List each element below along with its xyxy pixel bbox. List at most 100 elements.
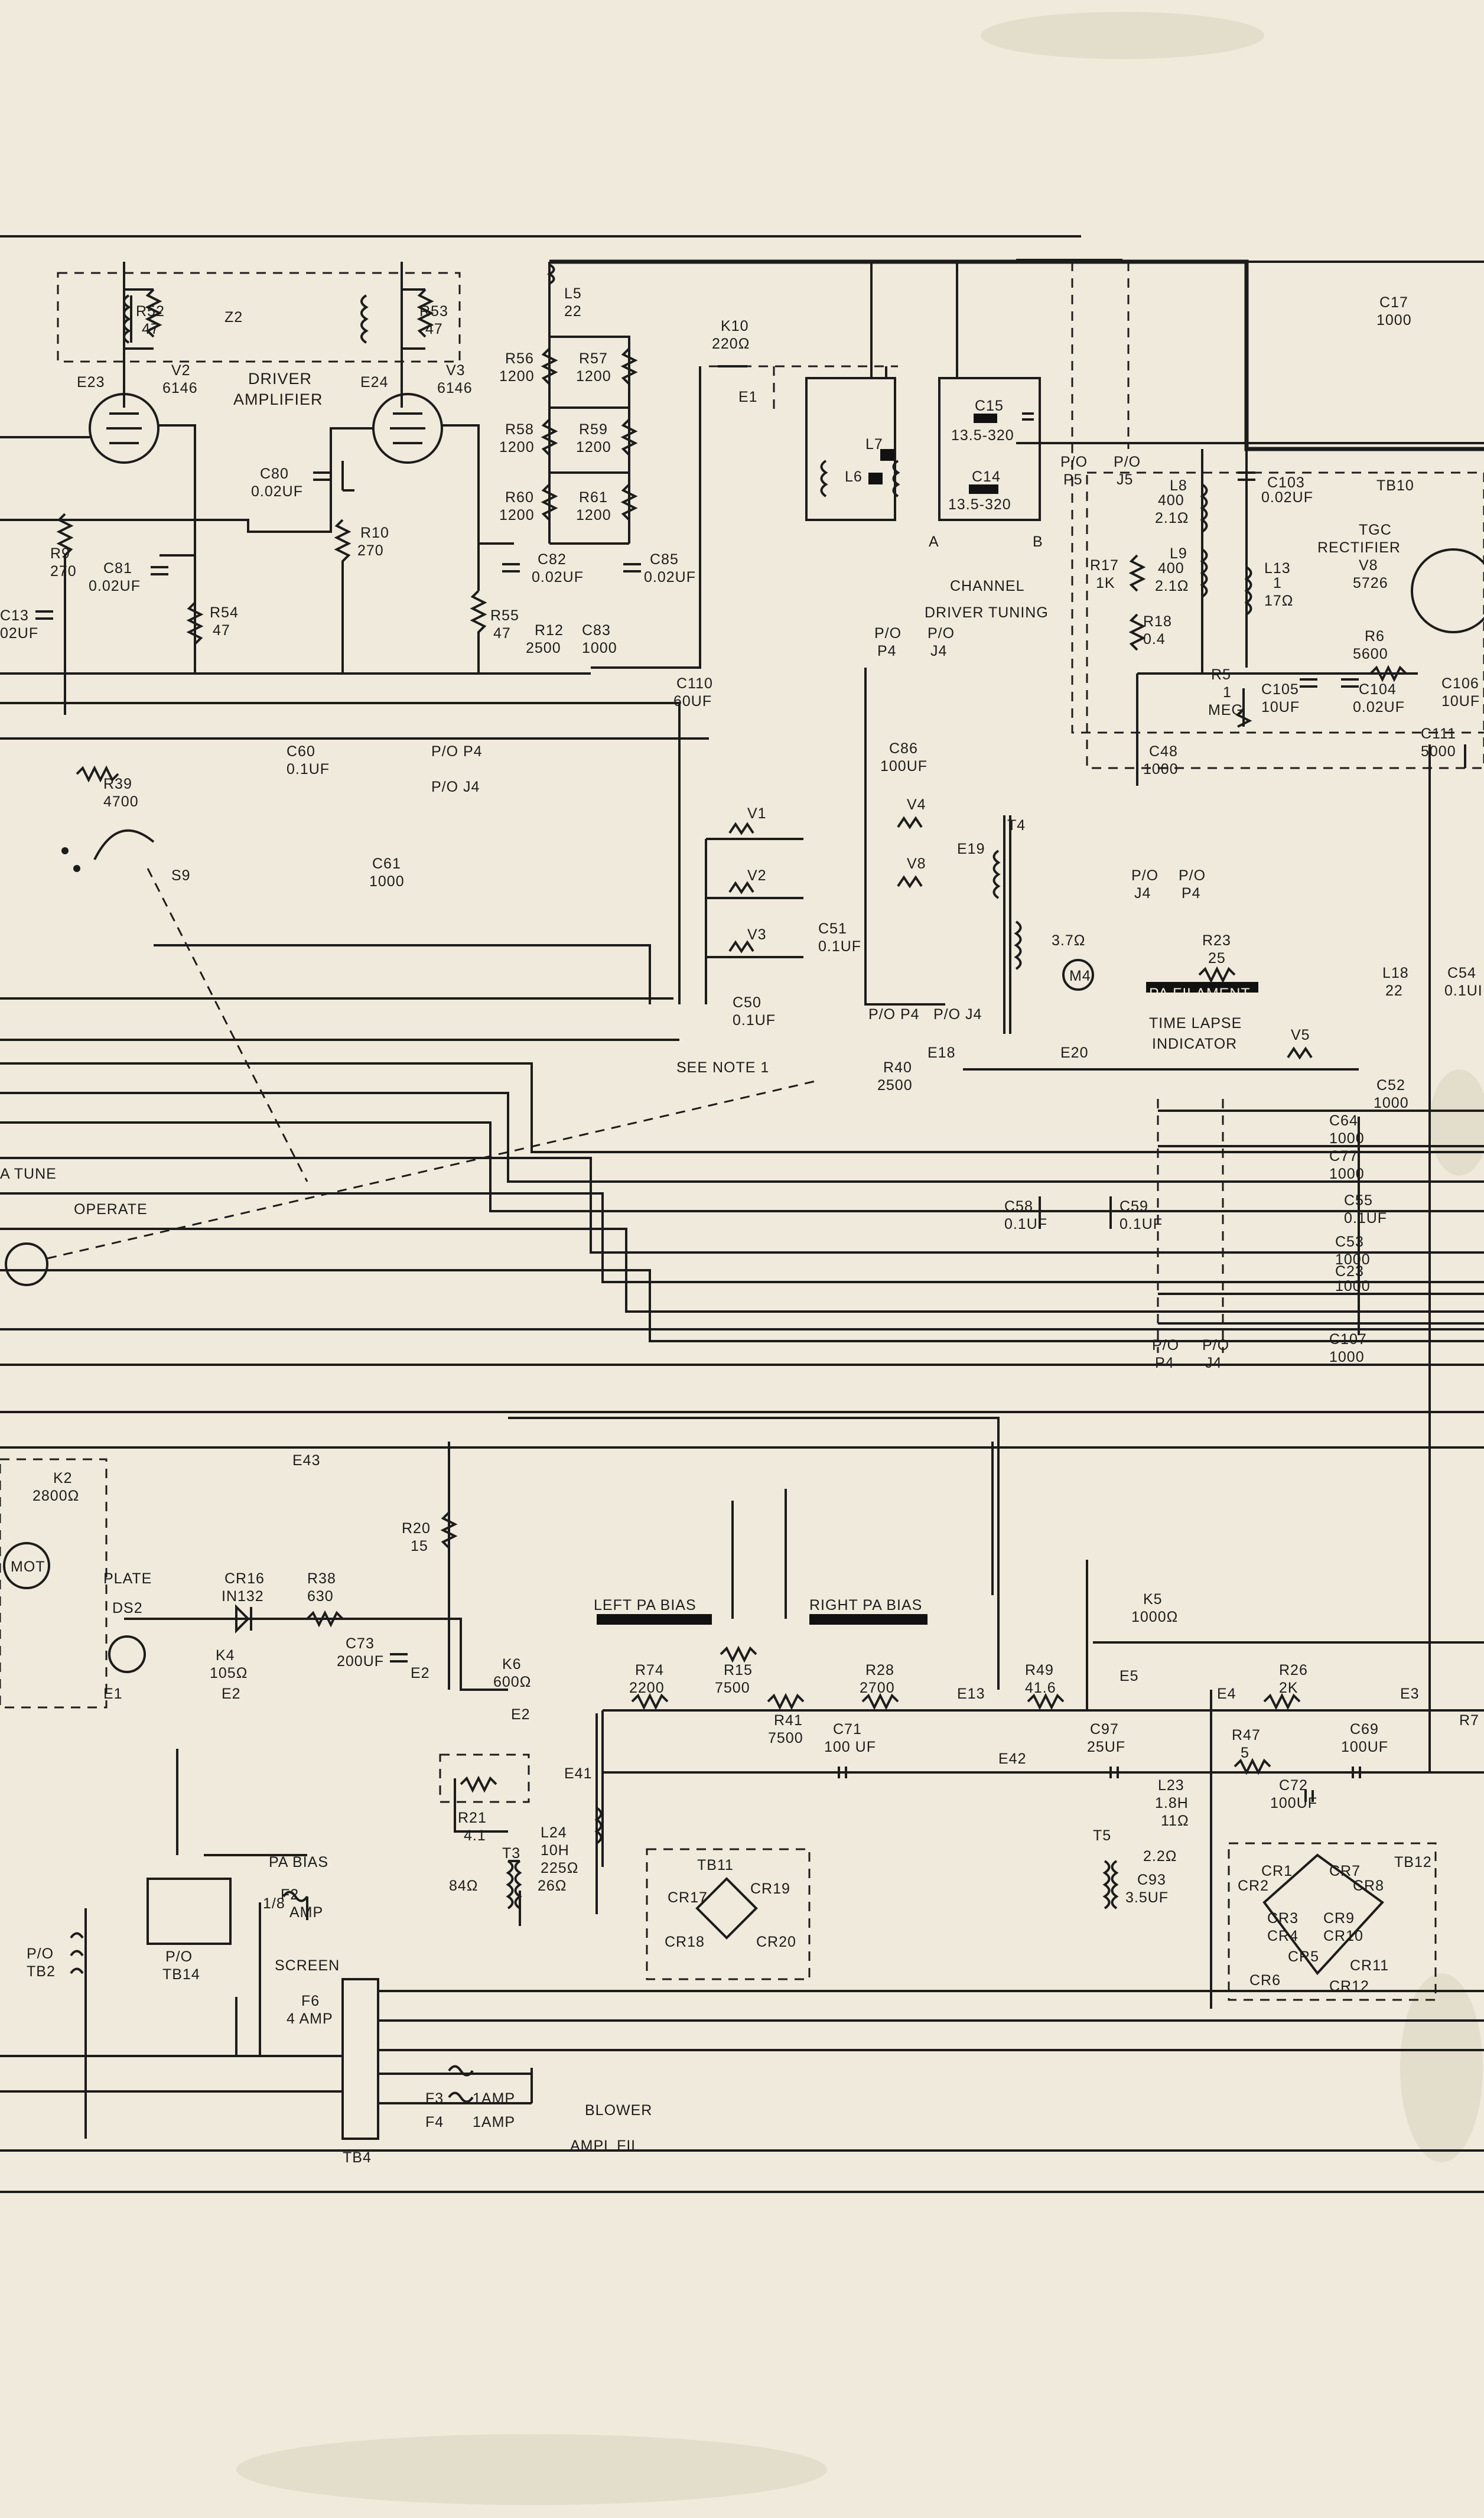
label-c17: C17 bbox=[1379, 294, 1408, 311]
label-c106-value: 10UF bbox=[1441, 693, 1480, 710]
label-p4: P4 bbox=[877, 643, 897, 659]
label-c110-value: 60UF bbox=[673, 693, 712, 710]
label-c55-value: 0.1UF bbox=[1344, 1210, 1387, 1227]
label-l23: L23 bbox=[1158, 1777, 1184, 1794]
label-v1: V1 bbox=[747, 805, 767, 822]
label-l5: L5 bbox=[564, 285, 582, 302]
label-tb12: TB12 bbox=[1394, 1854, 1432, 1870]
label-e18: E18 bbox=[928, 1045, 955, 1061]
label-r56: R56 bbox=[505, 350, 534, 367]
label-k2-value: 2800Ω bbox=[32, 1488, 79, 1504]
label-c59-value: 0.1UF bbox=[1119, 1216, 1163, 1232]
label-r28: R28 bbox=[865, 1662, 894, 1678]
label-l23-res: 11Ω bbox=[1161, 1813, 1189, 1829]
label-c54: C54 bbox=[1447, 965, 1476, 981]
label-c105: C105 bbox=[1261, 681, 1299, 698]
label-c58-value: 0.1UF bbox=[1004, 1216, 1047, 1232]
label-c111-value: 5000 bbox=[1421, 743, 1456, 760]
label-l8-res: 2.1Ω bbox=[1155, 510, 1189, 526]
label-r49-value: 41.6 bbox=[1025, 1680, 1056, 1696]
label-plate: PLATE bbox=[103, 1570, 152, 1587]
label-driver-tuning: DRIVER TUNING bbox=[925, 604, 1049, 621]
label-po-tb14: P/O bbox=[165, 1948, 193, 1965]
label-c23-value: 1000 bbox=[1335, 1278, 1371, 1294]
stain bbox=[1430, 1069, 1484, 1176]
label-c104: C104 bbox=[1359, 681, 1397, 698]
label-r74: R74 bbox=[635, 1662, 664, 1678]
label-c58: C58 bbox=[1004, 1198, 1033, 1215]
label-c50-value: 0.1UF bbox=[733, 1012, 776, 1029]
label-r12-value: 2500 bbox=[526, 640, 561, 656]
label-r52: R52 bbox=[136, 303, 165, 320]
label-r59: R59 bbox=[579, 421, 608, 438]
label-c14-value: 13.5-320 bbox=[948, 496, 1011, 513]
label-k4-value: 105Ω bbox=[210, 1665, 248, 1681]
label-c107: C107 bbox=[1329, 1331, 1367, 1348]
label-f2-fraction: 1/8 bbox=[263, 1895, 285, 1912]
label-r5-value: 1 bbox=[1223, 684, 1232, 701]
label-r57: R57 bbox=[579, 350, 608, 367]
label-t5-res: 2.2Ω bbox=[1143, 1848, 1177, 1865]
label-k6-value: 600Ω bbox=[493, 1674, 531, 1690]
label-r9-value: 270 bbox=[50, 563, 77, 580]
label-r55: R55 bbox=[490, 607, 519, 624]
label-r54: R54 bbox=[210, 604, 239, 621]
label-c103-value: 0.02UF bbox=[1261, 489, 1313, 506]
label-m4: M4 bbox=[1069, 968, 1091, 984]
label-c53: C53 bbox=[1335, 1234, 1364, 1250]
label-tb14: TB14 bbox=[162, 1966, 200, 1983]
label-c60-value: 0.1UF bbox=[287, 761, 330, 777]
stain bbox=[236, 2434, 827, 2505]
label-tb4: TB4 bbox=[343, 2149, 372, 2166]
label-p4-d: P4 bbox=[1182, 885, 1201, 902]
label-po-j4-d: P/O bbox=[1131, 867, 1158, 884]
label-r38-value: 630 bbox=[307, 1588, 334, 1605]
label-po-tb2: P/O bbox=[27, 1946, 54, 1962]
label-c13: C13 bbox=[0, 607, 29, 624]
label-po-p4: P/O bbox=[874, 625, 902, 642]
label-c104-value: 0.02UF bbox=[1353, 699, 1405, 715]
label-c64-value: 1000 bbox=[1329, 1130, 1365, 1147]
label-l24-value: 10H bbox=[541, 1842, 569, 1859]
label-cr7: CR7 bbox=[1329, 1863, 1361, 1879]
label-e1-b: E1 bbox=[103, 1686, 123, 1702]
label-c111: C111 bbox=[1421, 726, 1456, 742]
label-see-note: SEE NOTE 1 bbox=[676, 1059, 769, 1076]
label-c69-value: 100UF bbox=[1341, 1739, 1388, 1755]
label-v3-type: 6146 bbox=[437, 380, 473, 396]
label-r21: R21 bbox=[458, 1810, 487, 1826]
label-j4-d: J4 bbox=[1134, 885, 1151, 902]
label-r12: R12 bbox=[535, 622, 564, 639]
connector-blocks bbox=[1039, 768, 1484, 1772]
label-e2-c: E2 bbox=[511, 1706, 531, 1723]
label-k10: K10 bbox=[721, 318, 748, 334]
label-c64: C64 bbox=[1329, 1112, 1358, 1129]
label-c54-value: 0.1UI bbox=[1444, 983, 1483, 999]
label-p4-e: P4 bbox=[1155, 1355, 1174, 1371]
label-f3: F3 bbox=[425, 2090, 444, 2107]
label-r54-value: 47 bbox=[213, 622, 230, 639]
stain bbox=[981, 12, 1264, 59]
label-screen: SCREEN bbox=[275, 1957, 340, 1974]
label-amplifier: AMPLIFIER bbox=[233, 391, 323, 408]
label-r10-value: 270 bbox=[357, 542, 384, 559]
label-l7: L7 bbox=[865, 436, 883, 453]
tb10-rectifier-section bbox=[1086, 449, 1484, 786]
label-c93: C93 bbox=[1137, 1872, 1166, 1888]
label-c61: C61 bbox=[372, 855, 401, 872]
label-r53: R53 bbox=[419, 303, 448, 320]
label-c93-value: 3.5UF bbox=[1125, 1889, 1169, 1906]
label-l24: L24 bbox=[541, 1824, 567, 1841]
label-p5: P5 bbox=[1063, 471, 1083, 488]
label-tgc: TGC bbox=[1359, 522, 1392, 538]
label-v3: V3 bbox=[446, 362, 466, 379]
label-l6: L6 bbox=[845, 469, 863, 485]
label-r6: R6 bbox=[1365, 628, 1385, 645]
label-ampl-fil: AMPL FIL bbox=[570, 2138, 640, 2154]
label-e2-a: E2 bbox=[222, 1686, 241, 1702]
label-po-p4-c: P/O P4 bbox=[868, 1006, 920, 1023]
label-l23-value: 1.8H bbox=[1155, 1795, 1189, 1811]
label-tb2: TB2 bbox=[27, 1963, 56, 1980]
label-r26: R26 bbox=[1279, 1662, 1308, 1678]
